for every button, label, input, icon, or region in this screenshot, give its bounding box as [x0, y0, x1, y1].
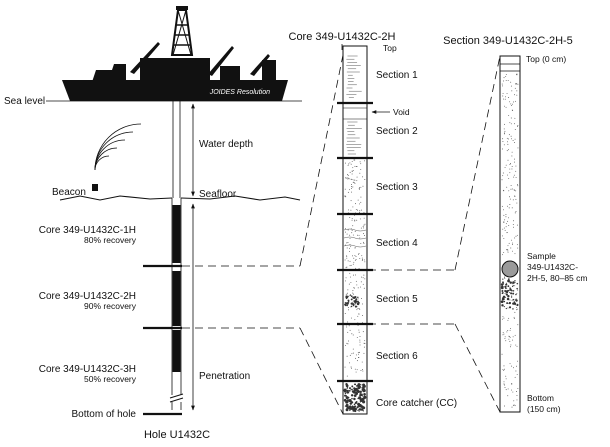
- section-2-label: Section 2: [376, 126, 418, 137]
- sample-label-line3: 2H-5, 80–85 cm: [527, 273, 587, 283]
- hole-label: Hole U1432C: [144, 429, 210, 441]
- core-detail: Core 349-U1432C-2H Top Void Section 1 Se…: [289, 31, 457, 415]
- bottom-label-line1: Bottom: [527, 393, 554, 403]
- bottom-label-line2: (150 cm): [527, 404, 561, 414]
- ship-name: JOIDES Resolution: [209, 89, 270, 96]
- section-detail-title: Section 349-U1432C-2H-5: [443, 35, 573, 47]
- section-5-label: Section 5: [376, 294, 418, 305]
- sea-level-label: Sea level: [4, 96, 45, 107]
- core-detail-title: Core 349-U1432C-2H: [289, 31, 396, 43]
- beacon-label: Beacon: [52, 187, 86, 198]
- section-texture: [500, 73, 519, 408]
- water-depth-label: Water depth: [199, 139, 253, 150]
- sea-level: Sea level: [4, 96, 302, 107]
- sample-marker: [501, 260, 519, 278]
- core-texture: [343, 55, 367, 413]
- drill-string: [172, 101, 181, 198]
- borehole: [143, 198, 184, 416]
- connectors-core-to-section: [368, 55, 501, 413]
- seafloor-label: Seafloor: [199, 189, 237, 200]
- section-top-label: Top (0 cm): [526, 54, 566, 64]
- core-labels: Core 349-U1432C-1H 80% recovery Core 349…: [39, 225, 210, 441]
- core-3h-recovered: [172, 330, 181, 372]
- section-dividers: [337, 101, 373, 383]
- penetration-label: Penetration: [199, 371, 250, 382]
- core-2h-recovered: [172, 271, 181, 326]
- core-1h-name: Core 349-U1432C-1H: [39, 225, 136, 236]
- water-depth-dimension: Water depth: [191, 103, 253, 197]
- core-3h-name: Core 349-U1432C-3H: [39, 364, 136, 375]
- section-1-label: Section 1: [376, 70, 418, 81]
- section-detail: Section 349-U1432C-2H-5 Top (0 cm) Sampl…: [443, 35, 587, 414]
- core-2h-recovery: 90% recovery: [84, 301, 137, 311]
- core-1h-recovery: 80% recovery: [84, 235, 137, 245]
- section-3-label: Section 3: [376, 182, 418, 193]
- section-6-label: Section 6: [376, 351, 418, 362]
- core-catcher-label: Core catcher (CC): [376, 398, 457, 409]
- drill-ship: JOIDES Resolution: [62, 6, 288, 101]
- sample-label-line2: 349-U1432C-: [527, 262, 578, 272]
- seafloor: Seafloor: [59, 189, 301, 201]
- void-label: Void: [393, 107, 410, 117]
- core-1h-recovered: [172, 205, 181, 263]
- section-4-label: Section 4: [376, 238, 418, 249]
- bottom-of-hole-label: Bottom of hole: [72, 409, 137, 420]
- connectors-hole-to-core: [182, 54, 344, 415]
- beacon: Beacon: [52, 123, 142, 198]
- core-3h-recovery: 50% recovery: [84, 374, 137, 384]
- core-2h-name: Core 349-U1432C-2H: [39, 291, 136, 302]
- penetration-dimension: Penetration: [191, 203, 250, 411]
- core-top-label: Top: [383, 43, 397, 53]
- sample-label-line1: Sample: [527, 251, 556, 261]
